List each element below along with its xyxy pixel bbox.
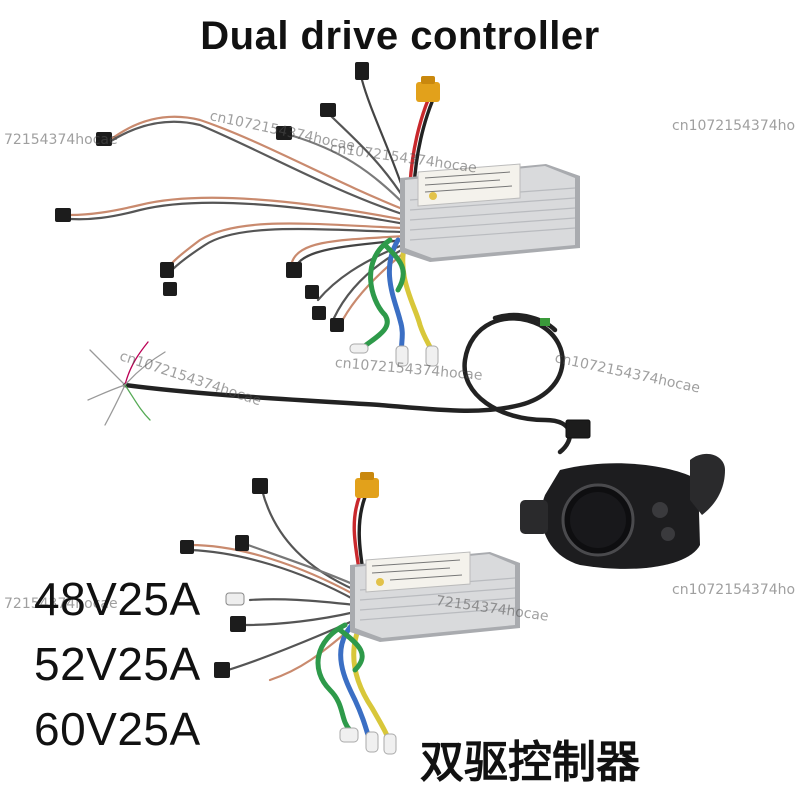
watermark: 72154374hocae (4, 132, 118, 148)
display-cable-fan-wires (87, 341, 166, 426)
top-phase-wires (357, 237, 435, 355)
bottom-wire-harness (188, 488, 367, 682)
product-title: Dual drive controller (200, 14, 600, 58)
spec-48v: 48V25A (34, 573, 201, 625)
top-connectors (55, 62, 440, 367)
display-cable (87, 312, 591, 455)
watermark: 72154374hocae (4, 596, 118, 612)
spec-52v: 52V25A (34, 638, 201, 690)
spec-60v: 60V25A (34, 703, 201, 755)
bottom-controller-housing (350, 551, 520, 642)
bottom-phase-wires (315, 622, 391, 741)
chinese-product-title: 双驱控制器 (420, 737, 640, 788)
bottom-controller (180, 472, 520, 755)
top-wire-harness (68, 78, 434, 327)
watermark: cn1072154374ho (672, 118, 796, 134)
display-button-bottom (661, 527, 675, 541)
top-controller (55, 62, 580, 367)
display-button-top (652, 502, 668, 518)
watermark: cn1072154374ho (672, 582, 796, 598)
bottom-connectors (180, 472, 397, 755)
top-controller-housing (400, 163, 580, 262)
throttle-display (520, 453, 725, 569)
display-connector (565, 419, 591, 439)
